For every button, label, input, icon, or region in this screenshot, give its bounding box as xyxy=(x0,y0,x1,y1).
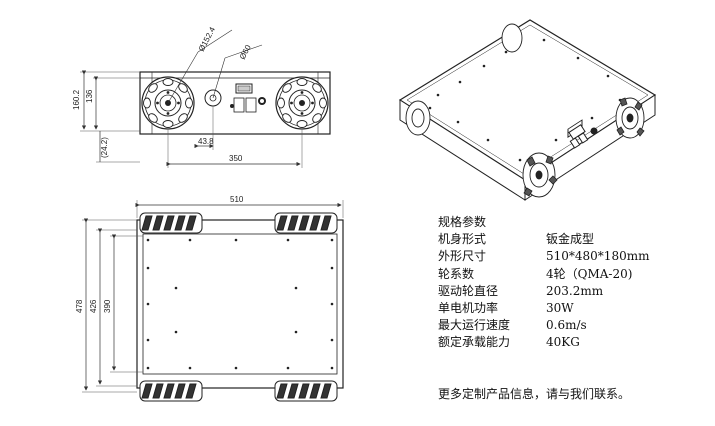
spec-title: 规格参数 xyxy=(438,215,487,229)
contact-note: 更多定制产品信息，请与我们联系。 xyxy=(438,387,631,401)
spec-row: 额定承载能力 40KG xyxy=(438,334,649,351)
spec-row: 单电机功率 30W xyxy=(438,300,649,317)
spec-key: 驱动轮直径 xyxy=(438,283,499,298)
spec-value: 4轮（QMA-20) xyxy=(546,266,633,281)
spec-key: 外形尺寸 xyxy=(438,249,487,264)
top-view: 510 478 426 390 xyxy=(75,195,344,402)
dim-clearance: (24.2) xyxy=(100,137,109,158)
spec-row: 轮系数 4轮（QMA-20) xyxy=(438,266,649,283)
spec-row: 最大运行速度 0.6m/s xyxy=(438,317,649,334)
dim-length: 478 xyxy=(75,299,84,313)
dim-offset: 43.8 xyxy=(198,137,214,146)
spec-value: 钣金成型 xyxy=(546,232,595,247)
spec-row: 驱动轮直径 203.2mm xyxy=(438,283,649,300)
dim-wheelbase: 350 xyxy=(229,154,243,163)
dim-diameter-small: Ø60 xyxy=(238,43,253,61)
spec-row: 外形尺寸 510*480*180mm xyxy=(438,248,649,265)
dim-inner-1: 426 xyxy=(89,299,98,313)
spec-value: 40KG xyxy=(546,335,580,350)
spec-key: 机身形式 xyxy=(438,232,487,247)
dim-height-total: 160.2 xyxy=(72,89,81,110)
spec-key: 最大运行速度 xyxy=(438,318,511,333)
isometric-view xyxy=(398,19,657,201)
spec-value: 0.6m/s xyxy=(546,318,587,333)
spec-key: 轮系数 xyxy=(438,266,475,281)
spec-table: 规格参数 机身形式 钣金成型 外形尺寸 510*480*180mm 轮系数 4轮… xyxy=(438,214,649,352)
spec-value: 30W xyxy=(546,300,574,315)
spec-value: 510*480*180mm xyxy=(546,249,650,264)
dim-inner-2: 390 xyxy=(103,299,112,313)
spec-row: 机身形式 钣金成型 xyxy=(438,231,649,248)
dim-height-body: 136 xyxy=(85,89,94,103)
spec-value: 203.2mm xyxy=(546,283,604,298)
dim-width: 510 xyxy=(230,195,244,204)
front-view: Ø152.4 Ø60 160.2 136 (24.2) 43.8 350 xyxy=(72,25,331,168)
spec-key: 单电机功率 xyxy=(438,300,499,315)
spec-key: 额定承载能力 xyxy=(438,335,511,350)
dim-diameter-large: Ø152.4 xyxy=(197,25,218,53)
